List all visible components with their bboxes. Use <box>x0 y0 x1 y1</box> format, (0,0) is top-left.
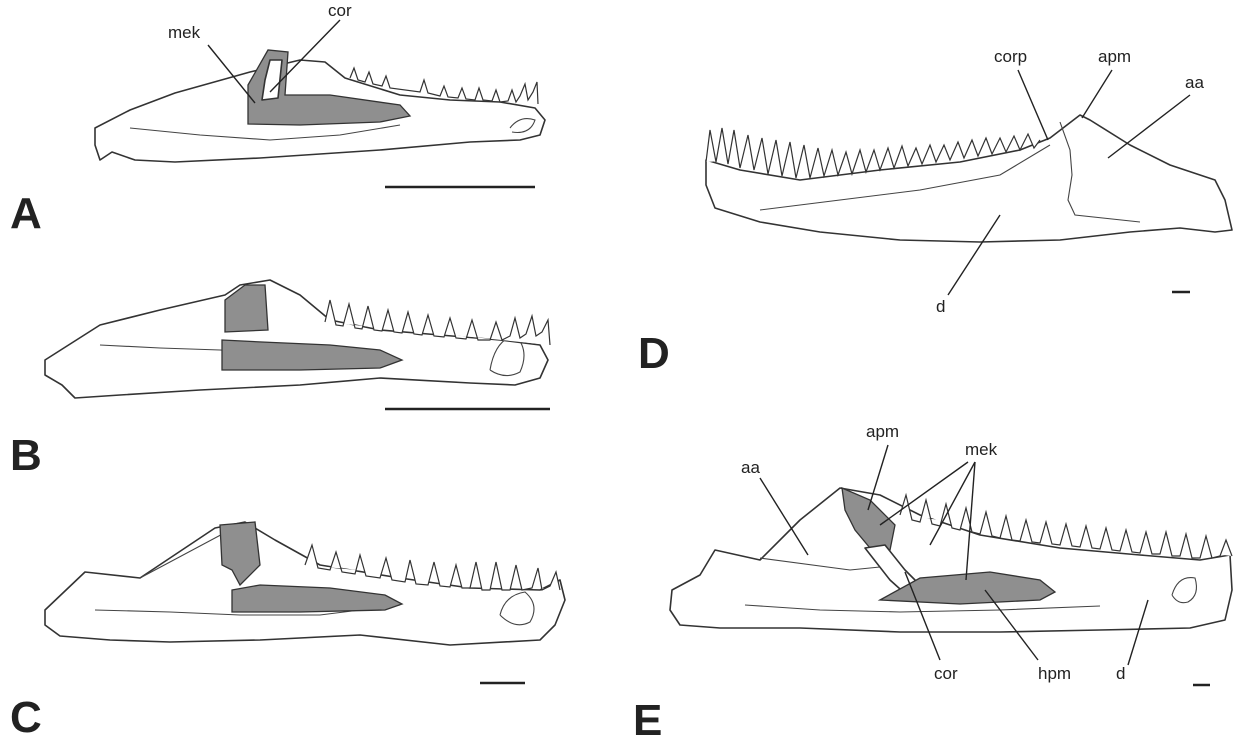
label-a-cor: cor <box>328 1 352 20</box>
label-e-hpm: hpm <box>1038 664 1071 683</box>
jaw-b-outline <box>45 280 548 398</box>
label-a-mek: mek <box>168 23 201 42</box>
panel-letter-d: D <box>638 329 670 378</box>
panel-a: mek cor A <box>10 1 545 238</box>
panel-letter-b: B <box>10 431 42 480</box>
panel-d: corp apm aa d D <box>638 47 1232 378</box>
label-d-d: d <box>936 297 945 316</box>
leader-d-aa <box>1108 95 1190 158</box>
panel-b: B <box>10 280 550 480</box>
jaw-d-outline <box>706 115 1232 242</box>
leader-d-corp <box>1018 70 1048 140</box>
label-d-aa: aa <box>1185 73 1204 92</box>
jaw-e-outline <box>670 488 1232 632</box>
label-d-apm: apm <box>1098 47 1131 66</box>
label-e-d: d <box>1116 664 1125 683</box>
panel-e: apm mek aa cor hpm d E <box>633 422 1232 740</box>
panel-letter-c: C <box>10 693 42 740</box>
leader-d-apm <box>1082 70 1112 118</box>
panel-c: C <box>10 522 565 740</box>
panel-letter-a: A <box>10 189 42 238</box>
label-e-mek: mek <box>965 440 998 459</box>
label-e-cor: cor <box>934 664 958 683</box>
panel-letter-e: E <box>633 696 662 740</box>
label-d-corp: corp <box>994 47 1027 66</box>
label-e-aa: aa <box>741 458 760 477</box>
label-e-apm: apm <box>866 422 899 441</box>
